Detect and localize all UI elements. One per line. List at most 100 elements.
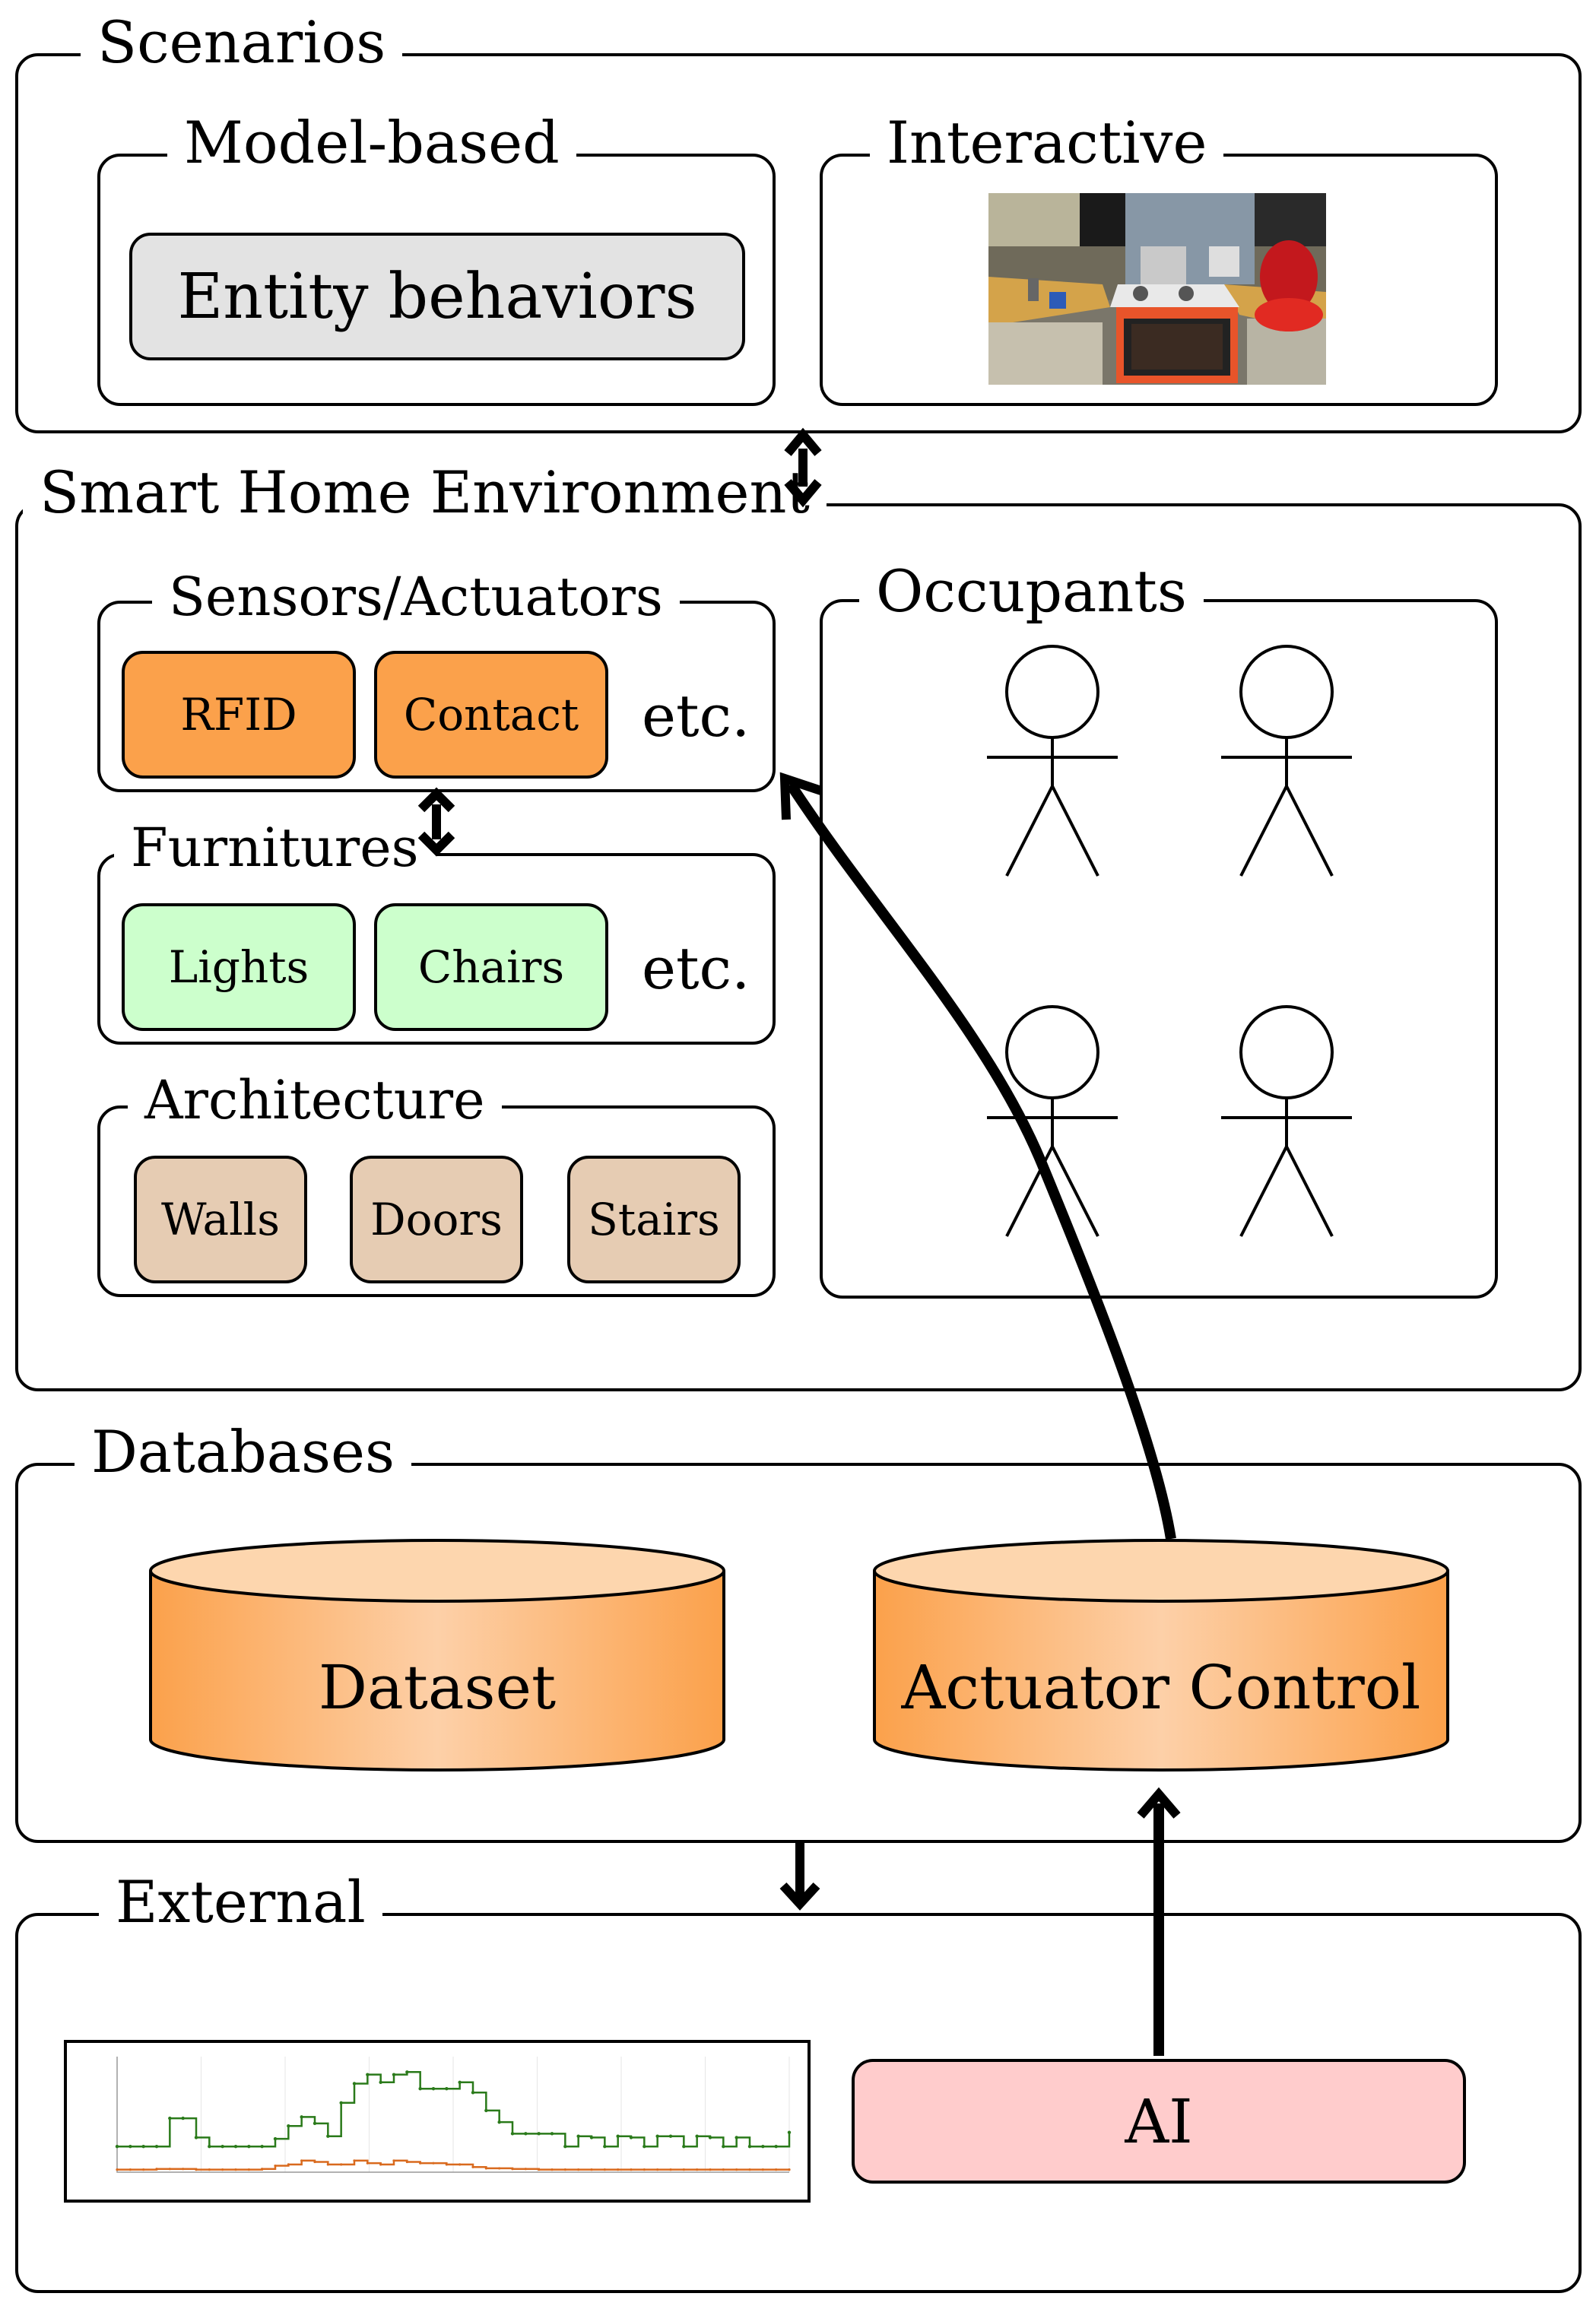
chart-point	[260, 2145, 264, 2149]
lights-box: Lights	[122, 903, 356, 1031]
architecture-title: Architecture	[128, 1074, 502, 1127]
chart-point	[538, 2168, 541, 2171]
databases-title: Databases	[75, 1423, 412, 1481]
chart-series-line-1	[117, 2071, 791, 2148]
chart-point	[511, 2168, 514, 2171]
chart-point	[550, 2132, 554, 2136]
chart-point	[116, 2168, 119, 2171]
chart-point	[366, 2073, 370, 2076]
contact-box: Contact	[374, 651, 608, 779]
chart-point	[405, 2160, 408, 2164]
chart-point	[761, 2168, 764, 2171]
chart-point	[497, 2120, 501, 2124]
chart-point	[405, 2070, 409, 2074]
rfid-box: RFID	[122, 651, 356, 779]
chart-point	[458, 2080, 462, 2084]
occupant-icon-1	[987, 645, 1118, 877]
chart-point	[524, 2132, 528, 2136]
chart-point	[445, 2163, 448, 2166]
chart-point	[129, 2145, 132, 2149]
chart-point	[431, 2087, 436, 2091]
scenarios-title: Scenarios	[81, 14, 403, 71]
chart-point	[655, 2134, 659, 2138]
energy-chart-thumbnail	[64, 2040, 811, 2203]
chart-point	[392, 2159, 395, 2162]
chart-point	[274, 2164, 277, 2168]
chart-point	[510, 2132, 515, 2136]
external-title: External	[99, 1873, 382, 1931]
stairs-box: Stairs	[567, 1156, 741, 1283]
chart-point	[563, 2145, 567, 2149]
chart-point	[709, 2168, 712, 2171]
chart-point	[656, 2168, 659, 2171]
chart-point	[537, 2132, 541, 2136]
chart-point	[168, 2116, 172, 2120]
chart-point	[379, 2080, 382, 2084]
chart-point	[168, 2168, 171, 2171]
chart-point	[722, 2145, 725, 2149]
chart-point	[141, 2145, 145, 2149]
chart-point	[129, 2168, 132, 2171]
chart-point	[668, 2134, 673, 2138]
kitchen-simulation-image	[988, 193, 1326, 385]
chart-point	[194, 2136, 198, 2139]
chart-point	[458, 2163, 462, 2166]
chart-point	[366, 2162, 369, 2165]
chart-point	[445, 2087, 449, 2091]
chart-point	[722, 2168, 725, 2171]
furnitures-title: Furnitures	[114, 821, 436, 874]
chart-point	[484, 2108, 488, 2113]
occupant-icon-2	[1221, 645, 1352, 877]
chart-point	[695, 2134, 699, 2138]
chart-point	[154, 2145, 159, 2149]
model-based-title: Model-based	[167, 114, 576, 172]
chart-point	[590, 2168, 593, 2171]
occupant-icon-3	[987, 1005, 1118, 1237]
chart-point	[326, 2163, 329, 2166]
chart-point	[142, 2168, 145, 2171]
chart-point	[735, 2136, 738, 2139]
chart-point	[775, 2168, 778, 2171]
chart-point	[379, 2163, 382, 2166]
chart-point	[788, 2168, 791, 2171]
chart-point	[630, 2168, 633, 2171]
chart-point	[247, 2145, 251, 2149]
chart-axes	[116, 2057, 789, 2173]
dataset-label: Dataset	[318, 1652, 557, 1723]
chart-point	[208, 2168, 211, 2171]
chart-point	[352, 2082, 357, 2086]
chart-point	[181, 2116, 185, 2120]
chart-point	[313, 2160, 316, 2164]
chart-point	[669, 2168, 672, 2171]
chart-point	[629, 2136, 633, 2139]
chart-point	[643, 2168, 646, 2171]
external-section	[15, 1913, 1582, 2293]
furnitures-etc-label: etc.	[642, 934, 750, 1002]
chart-point	[418, 2087, 422, 2091]
databases-external-arrow	[779, 1843, 820, 1911]
chart-point	[392, 2073, 396, 2076]
chart-point	[787, 2130, 792, 2134]
chairs-box: Chairs	[374, 903, 608, 1031]
chart-point	[221, 2145, 224, 2149]
chart-point	[617, 2168, 620, 2171]
doors-box: Doors	[350, 1156, 523, 1283]
chart-point	[340, 2163, 343, 2166]
chart-point	[761, 2145, 765, 2149]
chart-point	[326, 2134, 330, 2138]
sensors-title: Sensors/Actuators	[152, 570, 680, 623]
chart-point	[432, 2162, 435, 2165]
chart-point	[195, 2168, 198, 2171]
chart-point	[287, 2163, 290, 2166]
chart-point	[551, 2168, 554, 2171]
chart-point	[339, 2101, 343, 2105]
chart-point	[748, 2168, 751, 2171]
chart-point	[484, 2167, 487, 2170]
chart-point	[247, 2168, 250, 2171]
occupants-title: Occupants	[859, 563, 1204, 620]
chart-point	[603, 2168, 606, 2171]
chart-point	[498, 2167, 501, 2170]
chart-point	[313, 2121, 317, 2126]
chart-point	[682, 2168, 685, 2171]
occupant-icon-4	[1221, 1005, 1352, 1237]
